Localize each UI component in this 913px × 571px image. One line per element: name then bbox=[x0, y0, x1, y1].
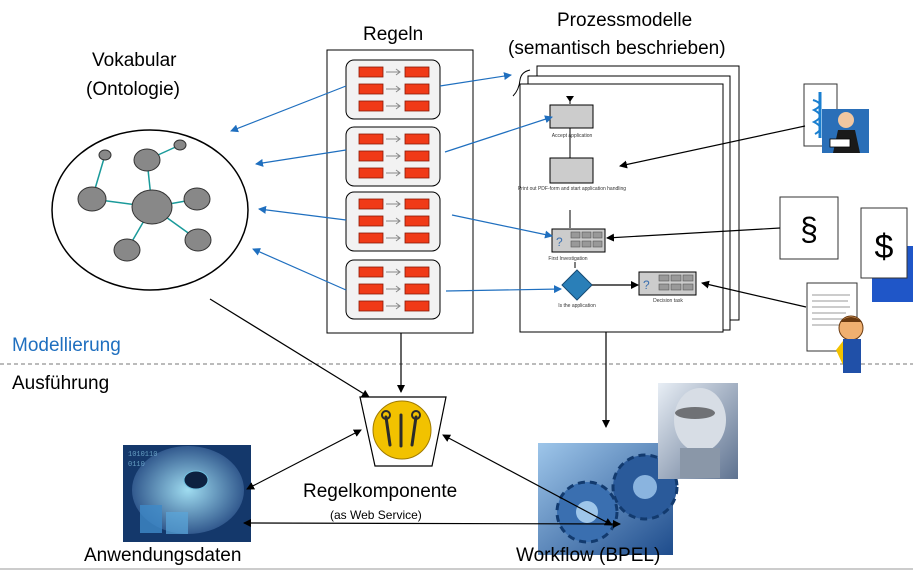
step-print-label: Print out PDF-form and start application… bbox=[518, 186, 626, 192]
rule-group bbox=[345, 259, 441, 320]
svg-text:1010110: 1010110 bbox=[128, 451, 157, 459]
step-first-label: First Investigation bbox=[548, 256, 587, 262]
rule-arrow bbox=[386, 302, 401, 310]
process-task-print bbox=[549, 157, 594, 184]
law-paragraph-card bbox=[779, 196, 839, 260]
process-subprocess-decision bbox=[638, 271, 697, 296]
vocabulary-label: Vokabular bbox=[92, 50, 177, 71]
doctor-clipart bbox=[803, 83, 869, 153]
process-model-pages bbox=[512, 65, 740, 333]
first-question-mark: ? bbox=[556, 235, 563, 249]
process-models-sub-label: (semantisch beschrieben) bbox=[508, 38, 726, 59]
rule-condition bbox=[358, 283, 384, 295]
step-decision-label: Decision task bbox=[653, 298, 683, 304]
rule-condition bbox=[358, 167, 384, 179]
rule-condition bbox=[358, 83, 384, 95]
rule-arrow bbox=[386, 217, 401, 225]
ontology-graph bbox=[51, 129, 249, 291]
process-step-labels: Accept application Print out PDF-form an… bbox=[518, 133, 683, 309]
svg-text:0110: 0110 bbox=[128, 461, 145, 469]
step-accept-label: Accept application bbox=[552, 133, 593, 139]
application-data-label: Anwendungsdaten bbox=[84, 545, 242, 566]
execution-label: Ausführung bbox=[12, 373, 110, 394]
rule-component-sub-label: (as Web Service) bbox=[330, 508, 422, 522]
rule-group bbox=[345, 126, 441, 187]
rule-arrow bbox=[386, 285, 401, 293]
rule-condition bbox=[358, 100, 384, 112]
rules-label: Regeln bbox=[363, 24, 424, 45]
modeling-label: Modellierung bbox=[12, 335, 121, 356]
rule-condition bbox=[358, 215, 384, 227]
rule-action bbox=[404, 215, 430, 227]
thinking-person-image bbox=[658, 383, 738, 479]
ontology-label: (Ontologie) bbox=[86, 79, 180, 100]
rule-action bbox=[404, 283, 430, 295]
workflow-label: Workflow (BPEL) bbox=[516, 545, 661, 566]
rule-condition bbox=[358, 150, 384, 162]
rule-action bbox=[404, 232, 430, 244]
rule-arrow bbox=[386, 152, 401, 160]
rule-action bbox=[404, 100, 430, 112]
decision-question-mark: ? bbox=[643, 278, 650, 292]
process-subprocess-first bbox=[551, 228, 606, 253]
rule-arrow bbox=[386, 234, 401, 242]
black-arrows bbox=[209, 125, 807, 528]
rule-condition bbox=[358, 300, 384, 312]
rule-component-label: Regelkomponente bbox=[303, 481, 458, 502]
document-person-clipart bbox=[806, 282, 864, 373]
rule-arrow bbox=[386, 169, 401, 177]
step-istrue-label: Is the application bbox=[558, 303, 596, 309]
rule-arrow bbox=[386, 135, 401, 143]
rule-action bbox=[404, 167, 430, 179]
rule-condition bbox=[358, 133, 384, 145]
rule-action bbox=[404, 133, 430, 145]
rule-groups bbox=[345, 59, 441, 320]
blue-arrows bbox=[230, 72, 562, 294]
process-models-label: Prozessmodelle bbox=[557, 10, 693, 31]
rule-arrow bbox=[386, 85, 401, 93]
rule-group bbox=[345, 191, 441, 252]
rule-action bbox=[404, 198, 430, 210]
money-dollar-card bbox=[860, 207, 913, 302]
rule-action bbox=[404, 83, 430, 95]
rule-condition bbox=[358, 198, 384, 210]
workflow-image bbox=[538, 443, 679, 555]
paragraph-symbol: § bbox=[800, 211, 818, 247]
rule-component-icon bbox=[359, 396, 447, 467]
rule-arrow bbox=[386, 102, 401, 110]
rule-action bbox=[404, 66, 430, 78]
rule-action bbox=[404, 150, 430, 162]
rule-condition bbox=[358, 66, 384, 78]
rule-arrow bbox=[386, 200, 401, 208]
rule-condition bbox=[358, 232, 384, 244]
rule-arrow bbox=[386, 268, 401, 276]
process-task-accept bbox=[549, 104, 594, 129]
rule-group bbox=[345, 59, 441, 120]
process-decision-diamond bbox=[561, 269, 593, 301]
process-flow bbox=[549, 96, 697, 301]
rule-action bbox=[404, 300, 430, 312]
rule-condition bbox=[358, 266, 384, 278]
rule-action bbox=[404, 266, 430, 278]
application-data-image: 1010110 0110 bbox=[123, 445, 251, 542]
dollar-symbol: $ bbox=[875, 228, 894, 266]
rule-arrow bbox=[386, 68, 401, 76]
